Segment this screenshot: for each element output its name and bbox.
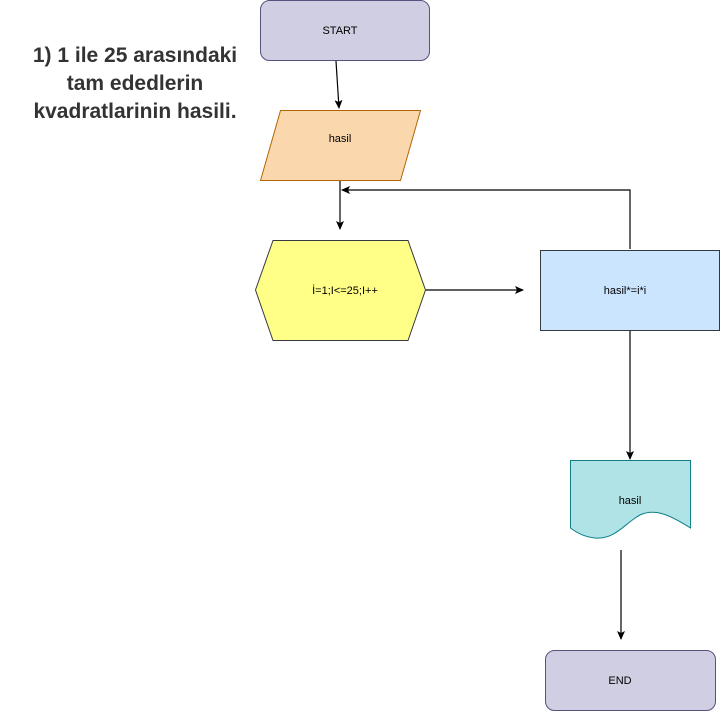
end-node[interactable]: END <box>545 650 716 711</box>
input-node[interactable]: hasil <box>259 110 422 181</box>
start-label: START <box>322 25 357 37</box>
output-node[interactable]: hasil <box>570 460 691 539</box>
start-node[interactable]: START <box>260 0 430 61</box>
process-label: hasil*=i*i <box>604 285 647 297</box>
loop-node[interactable]: İ=1;I<=25;I++ <box>254 240 427 341</box>
edge-process-loop-back <box>341 186 631 249</box>
end-label: END <box>608 675 631 687</box>
edges <box>334 60 634 640</box>
loop-label: İ=1;I<=25;I++ <box>312 284 378 297</box>
output-label: hasil <box>619 495 642 507</box>
title-line-2: tam ededlerin <box>66 72 204 95</box>
title-line-1: 1) 1 ile 25 arasındaki <box>32 44 238 67</box>
edge-start-to-input <box>334 60 343 109</box>
input-label: hasil <box>329 133 352 145</box>
process-node[interactable]: hasil*=i*i <box>540 250 720 331</box>
title-line-3: kvadratlarinin hasili. <box>33 100 237 123</box>
diagram-title: 1) 1 ile 25 arasındaki tam ededlerin kva… <box>10 42 260 126</box>
